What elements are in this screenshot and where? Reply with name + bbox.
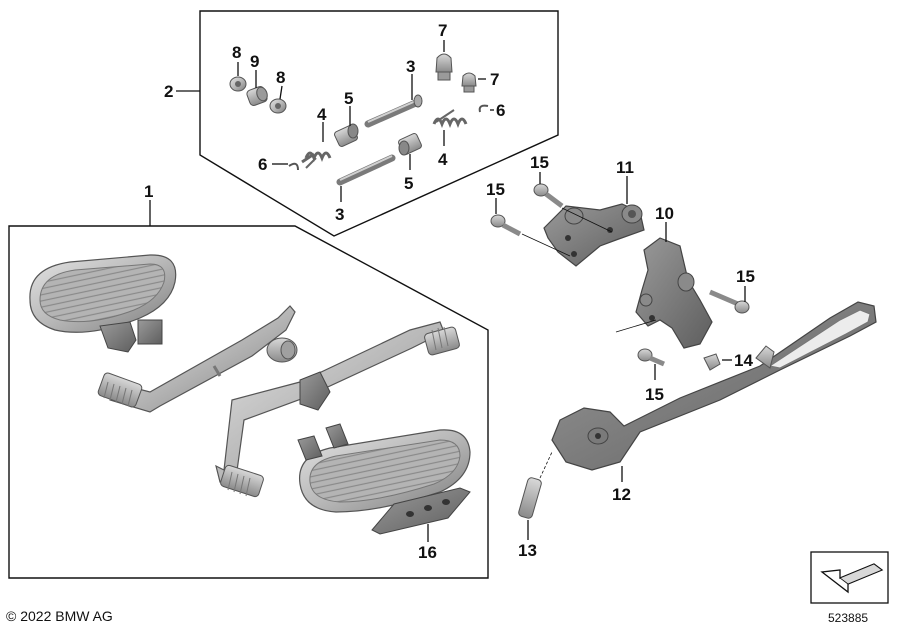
- label-6-left: 6: [258, 155, 267, 174]
- label-12: 12: [612, 485, 631, 504]
- centerline-13: [539, 451, 553, 479]
- label-1: 1: [144, 182, 153, 201]
- part-14-nut: [703, 353, 721, 371]
- part-16-heel-pad: [371, 487, 471, 535]
- frame-kit-1: [8, 225, 489, 579]
- part-5-bush-upper: [334, 123, 359, 147]
- label-10: 10: [655, 204, 674, 223]
- part-shift-lever: [97, 305, 298, 413]
- label-15-right: 15: [736, 267, 755, 286]
- label-15-left: 15: [486, 180, 505, 199]
- label-2: 2: [164, 82, 173, 101]
- part-brake-lever: [215, 321, 460, 498]
- part-6-clip-right: [478, 104, 489, 113]
- part-9-bushing: [246, 86, 268, 106]
- label-11: 11: [616, 158, 634, 177]
- label-16: 16: [418, 543, 437, 562]
- label-9: 9: [250, 52, 259, 71]
- copyright-text: © 2022 BMW AG: [6, 608, 113, 624]
- part-15-bolt-a: [533, 183, 564, 208]
- part-7-nipple-top: [435, 53, 453, 81]
- label-7-right: 7: [490, 70, 499, 89]
- label-3-lower: 3: [335, 205, 344, 224]
- frame-kit-2: [199, 10, 559, 237]
- label-5-upper: 5: [344, 89, 353, 108]
- label-15-bottom: 15: [645, 385, 664, 404]
- part-footboard-left: [29, 254, 177, 353]
- orientation-arrow-icon: [810, 551, 889, 604]
- centerline-10: [615, 319, 657, 333]
- part-15-bolt-c: [709, 289, 750, 314]
- part-15-bolt-d: [637, 348, 665, 367]
- part-15-bolt-b: [490, 214, 522, 237]
- label-13: 13: [518, 541, 537, 560]
- diagram-number: 523885: [828, 611, 869, 625]
- part-6-clip-left: [288, 162, 299, 171]
- part-5-bush-lower: [398, 133, 422, 156]
- label-14: 14: [734, 351, 753, 370]
- part-13-pin: [518, 477, 542, 519]
- centerline-11a: [521, 233, 571, 257]
- centerline-11b: [561, 207, 613, 233]
- part-4-spring-lower: [301, 151, 332, 169]
- label-7-top: 7: [438, 21, 447, 40]
- part-10-mount: [635, 237, 713, 349]
- label-3-upper: 3: [406, 57, 415, 76]
- part-4-spring-upper: [432, 109, 468, 129]
- label-8-right: 8: [276, 68, 285, 87]
- label-4-left: 4: [317, 105, 327, 124]
- part-3-pin-upper: [364, 94, 423, 128]
- part-11-bracket: [543, 203, 645, 267]
- part-8-nut-left: [229, 76, 247, 92]
- part-footboard-right: [297, 423, 471, 513]
- part-3-pin-lower: [336, 154, 396, 186]
- label-8-left: 8: [232, 43, 241, 62]
- part-12-sidestand: [551, 301, 877, 471]
- label-15-top: 15: [530, 153, 549, 172]
- part-8-nut-right: [269, 98, 287, 114]
- part-7-nipple-right: [461, 72, 477, 93]
- label-4-right: 4: [438, 150, 448, 169]
- label-6-right: 6: [496, 101, 505, 120]
- leader-lines: [149, 40, 746, 542]
- label-5-lower: 5: [404, 174, 413, 193]
